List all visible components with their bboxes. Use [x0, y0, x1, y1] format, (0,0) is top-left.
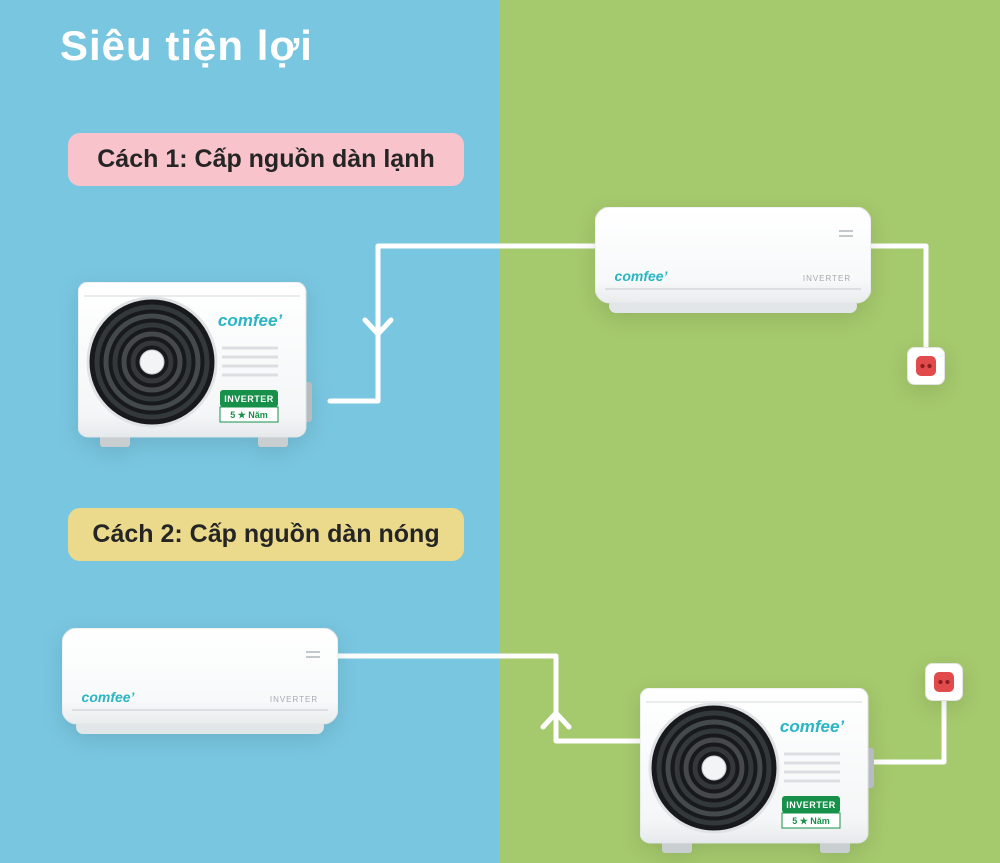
brand-logo: comfee’	[82, 689, 136, 705]
brand-logo: comfee’	[615, 268, 669, 284]
indoor-body	[595, 207, 871, 304]
vent-slats	[222, 346, 278, 377]
method-2-badge: Cách 2: Cấp nguồn dàn nóng	[68, 508, 464, 561]
indoor-unit-1: comfee’ INVERTER	[595, 207, 871, 319]
indoor-display-icon	[306, 651, 320, 658]
method-2-label: Cách 2: Cấp nguồn dàn nóng	[92, 520, 440, 548]
outdoor-unit-1: comfee’ INVERTER 5 ★ Năm	[78, 282, 313, 450]
inverter-logo-small: INVERTER	[270, 695, 318, 704]
brand-logo: comfee’	[218, 311, 283, 330]
indoor-display-icon	[839, 230, 853, 237]
fan-grille-icon	[86, 296, 218, 428]
power-outlet-icon	[907, 347, 945, 385]
warranty-label: 5 ★ Năm	[792, 816, 830, 826]
power-outlet-2	[925, 663, 963, 701]
inverter-badge: INVERTER 5 ★ Năm	[781, 796, 841, 829]
inverter-label: INVERTER	[224, 394, 274, 404]
inverter-logo-small: INVERTER	[803, 274, 851, 283]
power-outlet-icon	[925, 663, 963, 701]
method-1-label: Cách 1: Cấp nguồn dàn lạnh	[97, 145, 435, 173]
indoor-unit-2: comfee’ INVERTER	[62, 628, 338, 740]
method-1-badge: Cách 1: Cấp nguồn dàn lạnh	[68, 133, 464, 186]
warranty-label: 5 ★ Năm	[230, 410, 268, 420]
page-title: Siêu tiện lợi	[60, 22, 313, 69]
inverter-label: INVERTER	[786, 800, 836, 810]
brand-logo: comfee’	[780, 717, 845, 736]
power-outlet-1	[907, 347, 945, 385]
outdoor-unit-2: comfee’ INVERTER 5 ★ Năm	[640, 688, 875, 856]
inverter-badge: INVERTER 5 ★ Năm	[219, 390, 279, 423]
indoor-body	[62, 628, 338, 725]
fan-grille-icon	[648, 702, 780, 834]
vent-slats	[784, 752, 840, 783]
